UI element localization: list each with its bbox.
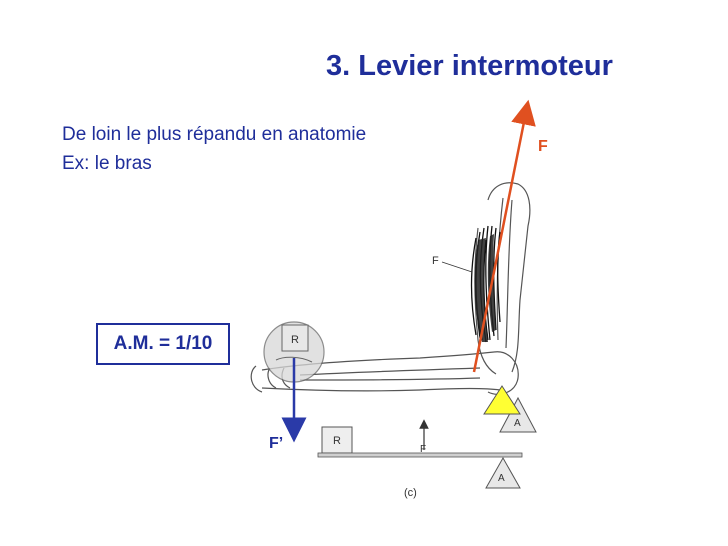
mechanical-advantage-box: A.M. = 1/10 — [96, 323, 230, 365]
lever-bar — [317, 452, 523, 458]
description-line: De loin le plus répandu en anatomie — [62, 124, 367, 145]
resistance-force-label: F’ — [269, 435, 284, 452]
fulcrum-highlight-triangle — [483, 385, 521, 415]
lever-force-label: F — [420, 444, 426, 455]
weight-block-bottom — [321, 426, 353, 454]
muscle-force-label: F — [432, 255, 439, 267]
fulcrum-bottom — [485, 456, 521, 489]
panel-label: (c) — [404, 487, 417, 499]
slide-title: 3. Levier intermoteur — [326, 50, 613, 82]
weight-label-bottom: R — [333, 435, 341, 447]
forearm-drawing — [250, 351, 519, 395]
weight-label-top: R — [291, 334, 299, 346]
fulcrum-label-top: A — [514, 418, 521, 429]
force-label: F — [538, 138, 548, 155]
muscle-force-arrow — [472, 99, 536, 373]
fulcrum-label-bottom: A — [498, 473, 505, 484]
example-line: Ex: le bras — [62, 153, 152, 174]
weight-block-top — [281, 324, 309, 352]
fulcrum-top — [499, 396, 537, 433]
